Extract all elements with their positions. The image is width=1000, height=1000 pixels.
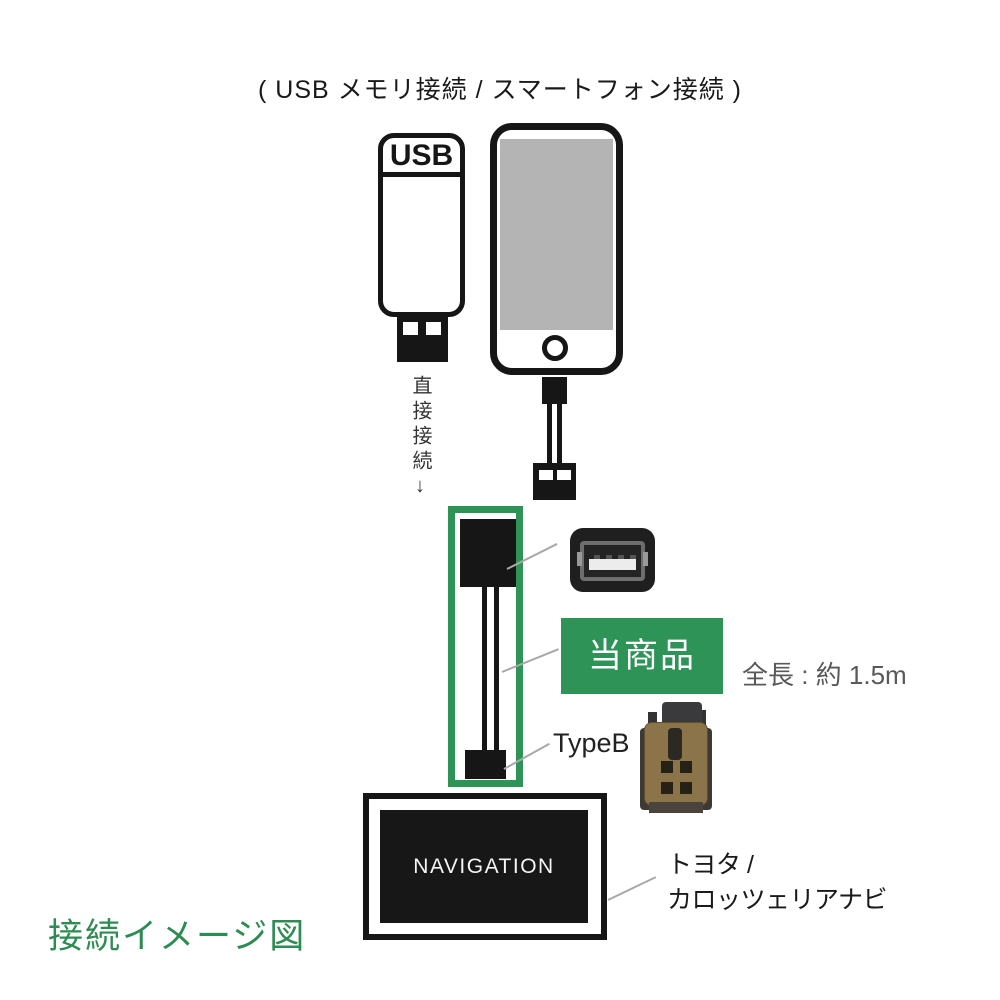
typeb-pin-hole: [661, 761, 673, 773]
usb-contact: [618, 555, 624, 559]
typeb-photo-slot: [668, 728, 682, 760]
usb-a-female-clip: [643, 552, 648, 566]
usb-plug-hole: [426, 322, 441, 335]
navigation-compatibility-note: トヨタ / カロッツェリアナビ: [667, 848, 888, 918]
typeb-pin-hole: [680, 761, 692, 773]
usb-a-female-tongue: [589, 559, 636, 570]
usb-memory-cap-divider: [378, 172, 465, 177]
usb-contact: [606, 555, 612, 559]
compat-line2: カロッツェリアナビ: [667, 886, 888, 914]
product-highlight-box: [448, 506, 523, 787]
cable-length-note: 全長 : 約 1.5m: [742, 660, 907, 690]
product-usb-a-connector: [460, 519, 516, 587]
smartphone-usb-plug-icon: [533, 463, 576, 500]
smartphone-screen: [500, 139, 613, 330]
smartphone-home-button: [542, 335, 568, 361]
smartphone-cable: [547, 404, 562, 464]
typeb-pin-hole: [661, 782, 673, 794]
compat-line1: トヨタ /: [667, 851, 754, 879]
usb-contact: [594, 555, 600, 559]
usb-plug-hole: [539, 470, 553, 480]
product-typeb-connector: [465, 750, 506, 779]
usb-memory-label: USB: [389, 139, 454, 172]
product-label-badge: 当商品: [561, 618, 723, 694]
diagram-title: ( USB メモリ接続 / スマートフォン接続 ): [258, 76, 742, 104]
product-cable: [482, 587, 499, 750]
navigation-screen: NAVIGATION: [380, 810, 588, 923]
typeb-pin-hole: [680, 782, 692, 794]
usb-plug-hole: [557, 470, 571, 480]
usb-plug-hole: [403, 322, 418, 335]
lightning-connector-icon: [542, 377, 567, 404]
usb-memory-plug-icon: [397, 317, 448, 362]
diagram-caption: 接続イメージ図: [48, 917, 307, 956]
pointer-line-navigation: [607, 876, 657, 901]
direct-connection-note: 直接接続↓: [409, 375, 431, 502]
usb-memory-icon: [378, 133, 465, 317]
usb-contact: [630, 555, 636, 559]
usb-a-female-clip: [577, 552, 582, 566]
typeb-photo-base: [649, 802, 703, 813]
typeb-label: TypeB: [553, 728, 630, 758]
